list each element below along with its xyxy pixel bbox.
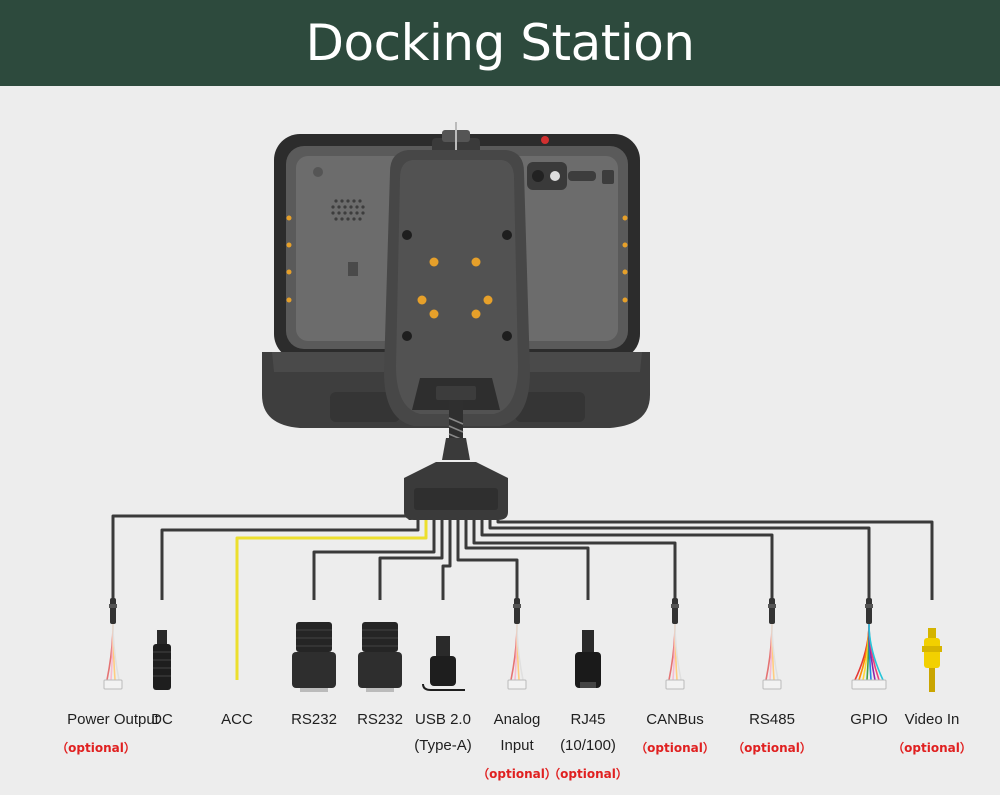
optional-badge-canbus: （optional） [635,741,715,755]
label-usb-subtext: (Type-A) [414,737,472,754]
label-dc-text: DC [151,711,173,728]
connector-icons [103,598,942,692]
db9-connector-icon [358,622,402,692]
label-power-output-text: Power Output [67,711,159,728]
wire-gpio [488,520,871,600]
label-usb-text: USB 2.0 [415,711,471,728]
speaker-grill [331,199,365,221]
main-cable [442,400,470,460]
label-rs485: RS485 [749,707,795,733]
label-rs232-2: RS232 [357,707,403,733]
breakout-splitter [404,462,508,520]
side-screws [286,215,628,303]
wire-rs232-1 [312,520,436,600]
wire-canbus [472,520,677,600]
label-analog-input-subtext: Input [500,737,534,754]
wire-rs232-2 [378,520,444,600]
optional-badge-rj45: （optional） [548,767,628,781]
wire-analog-input [456,520,519,600]
label-power-output: Power Output [67,707,159,733]
label-rj45-subtext: (10/100) [560,737,616,754]
optional-badge-video-in: （optional） [892,741,972,755]
label-rs232-1: RS232 [291,707,337,733]
wire-harness-icon [507,598,527,690]
label-rs485-text: RS485 [749,711,795,728]
dc-barrel-plug-icon [153,630,171,690]
camera-module [527,162,614,190]
wire-rj45 [464,520,590,600]
dock-cradle [262,150,650,428]
wire-usb [441,520,452,600]
wire-harness-icon [665,598,685,690]
optional-badge-power-output: （optional） [56,741,136,755]
wire-power-output [111,514,412,600]
wire-harness-icon [762,598,782,690]
label-usb: USB 2.0 (Type-A) [414,707,472,759]
gpio-harness-icon [851,598,887,690]
label-dc: DC [151,707,173,733]
label-video-in: Video In [905,707,960,733]
label-rj45: RJ45 (10/100) [560,707,616,759]
label-canbus: CANBus [646,707,704,733]
optional-badge-rs485: （optional） [732,741,812,755]
wire-dc [160,520,420,600]
docking-diagram [103,122,942,692]
label-rs232-2-text: RS232 [357,711,403,728]
wire-rs485 [480,520,774,600]
pogo-pins [417,257,493,319]
label-rs232-1-text: RS232 [291,711,337,728]
label-analog-input-text: Analog [493,711,541,728]
wire-video-in [496,520,934,600]
breakout-wires [111,514,934,600]
rca-connector-icon [922,628,942,692]
label-rj45-text: RJ45 [570,711,606,728]
wire-acc [235,520,428,600]
label-canbus-text: CANBus [646,711,704,728]
rj45-connector-icon [575,630,601,688]
page-title: Docking Station [305,14,695,72]
optional-badge-analog-input: （optional） [477,767,557,781]
db9-connector-icon [292,622,336,692]
mounting-holes [402,230,512,341]
label-acc-text: ACC [221,711,253,728]
label-acc: ACC [221,707,253,733]
label-video-in-text: Video In [904,711,960,728]
wire-harness-icon [103,598,123,690]
title-banner: Docking Station [0,0,1000,86]
label-gpio: GPIO [850,707,888,733]
label-gpio-text: GPIO [850,711,888,728]
usb-a-connector-icon [422,636,465,691]
